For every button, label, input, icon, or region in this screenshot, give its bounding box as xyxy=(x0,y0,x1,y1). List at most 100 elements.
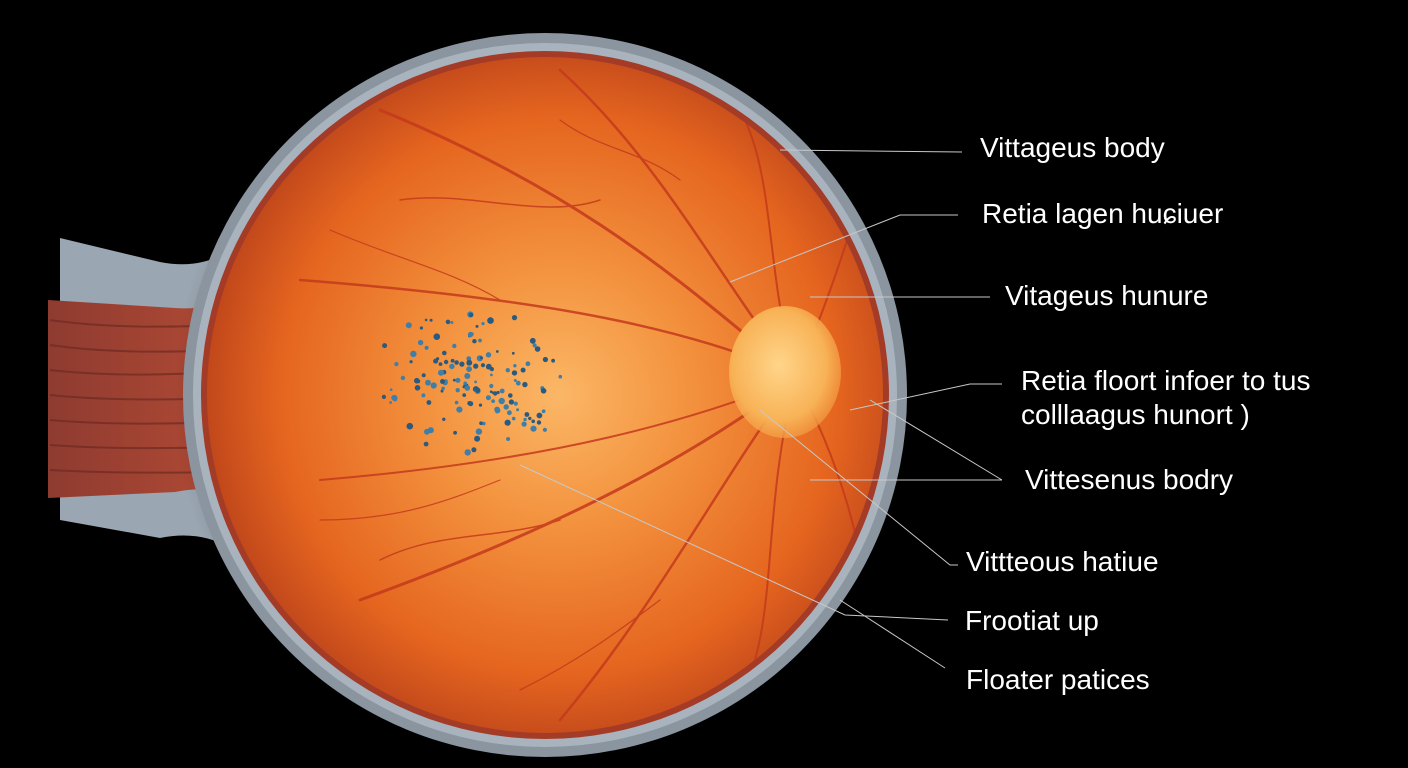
floater-particle xyxy=(525,361,531,367)
floater-particle xyxy=(440,379,445,384)
floater-particle xyxy=(521,421,527,427)
floater-particle xyxy=(462,393,467,397)
floater-particle xyxy=(485,352,492,358)
retina-surface xyxy=(207,57,883,733)
floater-particle xyxy=(520,367,526,373)
floater-particle xyxy=(479,356,483,360)
floater-particle xyxy=(513,379,517,382)
floater-particle xyxy=(443,359,449,365)
floater-particle xyxy=(417,339,424,346)
floater-particle xyxy=(507,410,512,416)
floater-particle xyxy=(423,441,429,447)
floater-particle xyxy=(489,390,493,394)
floater-particle xyxy=(450,358,455,363)
floater-particle xyxy=(485,395,491,401)
floater-particle xyxy=(459,361,465,367)
floater-particle xyxy=(495,350,499,353)
floater-particle xyxy=(414,385,421,391)
label-retina-floor-line-2: colllaagus hunort ) xyxy=(1021,399,1250,430)
floater-particle xyxy=(471,447,477,453)
floater-particle xyxy=(513,364,517,368)
floater-particle xyxy=(529,337,536,344)
floater-particle xyxy=(445,319,451,325)
floater-particle xyxy=(452,343,457,349)
floater-particle xyxy=(479,421,483,426)
floater-particle xyxy=(487,317,494,324)
floater-particle xyxy=(464,385,471,391)
leader-line-floater-particles xyxy=(839,599,946,669)
floater-particle xyxy=(440,389,444,393)
floater-particle xyxy=(421,393,426,398)
floater-particle xyxy=(409,360,413,364)
floater-particle xyxy=(511,315,518,321)
floater-particle xyxy=(442,350,447,356)
floater-particles-cluster xyxy=(381,311,563,456)
floater-particle xyxy=(489,383,494,389)
label-retina-layer: Retia lagen huɕiuer xyxy=(982,198,1224,229)
leader-line-retina-layer xyxy=(729,214,958,283)
floater-particle xyxy=(473,363,479,369)
floater-particle xyxy=(449,363,455,370)
floater-particle xyxy=(478,403,483,407)
floater-particle xyxy=(530,425,537,432)
floater-particle xyxy=(503,404,509,410)
floater-particle xyxy=(433,333,441,341)
floater-particle xyxy=(429,318,433,322)
floater-particle xyxy=(542,356,549,363)
floater-particle xyxy=(475,428,483,435)
floater-particle xyxy=(508,399,514,405)
floater-particle xyxy=(511,370,518,376)
floater-particle xyxy=(455,388,460,393)
floater-particle xyxy=(424,318,428,322)
floater-particle xyxy=(481,322,485,326)
label-retina-floor: Retia floort infoer to tus colllaagus hu… xyxy=(1021,364,1310,432)
floater-particle xyxy=(450,321,454,324)
floater-particle xyxy=(536,412,543,419)
floater-particle xyxy=(532,343,537,348)
floater-particle xyxy=(528,416,532,421)
floater-particle xyxy=(490,373,493,377)
floater-particle xyxy=(515,380,521,386)
floater-particle xyxy=(424,345,429,350)
floater-particle xyxy=(389,401,392,404)
floater-particle xyxy=(494,406,500,413)
floater-particle xyxy=(523,417,527,422)
floater-particle xyxy=(419,326,423,330)
floater-particle xyxy=(531,419,535,424)
floater-particle xyxy=(424,428,430,435)
leader-line-vitreous-body-mid-2 xyxy=(869,399,1003,481)
leader-lines xyxy=(519,149,1003,669)
floater-particle xyxy=(466,356,472,361)
floater-particle xyxy=(410,350,417,358)
floater-particle xyxy=(474,435,481,442)
floater-particle xyxy=(485,363,492,370)
floater-particle xyxy=(425,379,431,386)
floater-particle xyxy=(499,388,505,394)
floater-particle xyxy=(534,346,541,352)
floater-particle xyxy=(511,351,515,355)
optic-disc xyxy=(729,306,841,438)
floater-particle xyxy=(504,419,511,426)
floater-particle xyxy=(414,377,420,384)
floater-particle xyxy=(467,401,472,406)
label-retina-floor-line-1: Retia floort infoer to tus xyxy=(1021,365,1311,396)
floater-particle xyxy=(480,363,486,368)
floater-particle xyxy=(511,416,516,421)
floater-particle xyxy=(463,381,468,386)
floater-particle xyxy=(456,406,463,413)
floater-particle xyxy=(506,437,511,441)
floater-particle xyxy=(441,386,445,391)
floater-particle xyxy=(400,375,406,381)
floater-particle xyxy=(391,394,398,401)
floater-particle xyxy=(542,427,548,432)
floater-particle xyxy=(491,399,495,403)
label-vitreous-body-top: Vittageus body xyxy=(980,132,1165,163)
floater-particle xyxy=(493,391,498,396)
floater-particle xyxy=(421,373,426,378)
floater-particle xyxy=(466,366,472,372)
floater-particle xyxy=(513,401,518,406)
floater-particle xyxy=(498,397,505,405)
floater-particle xyxy=(381,394,386,399)
floater-particle xyxy=(442,417,446,421)
